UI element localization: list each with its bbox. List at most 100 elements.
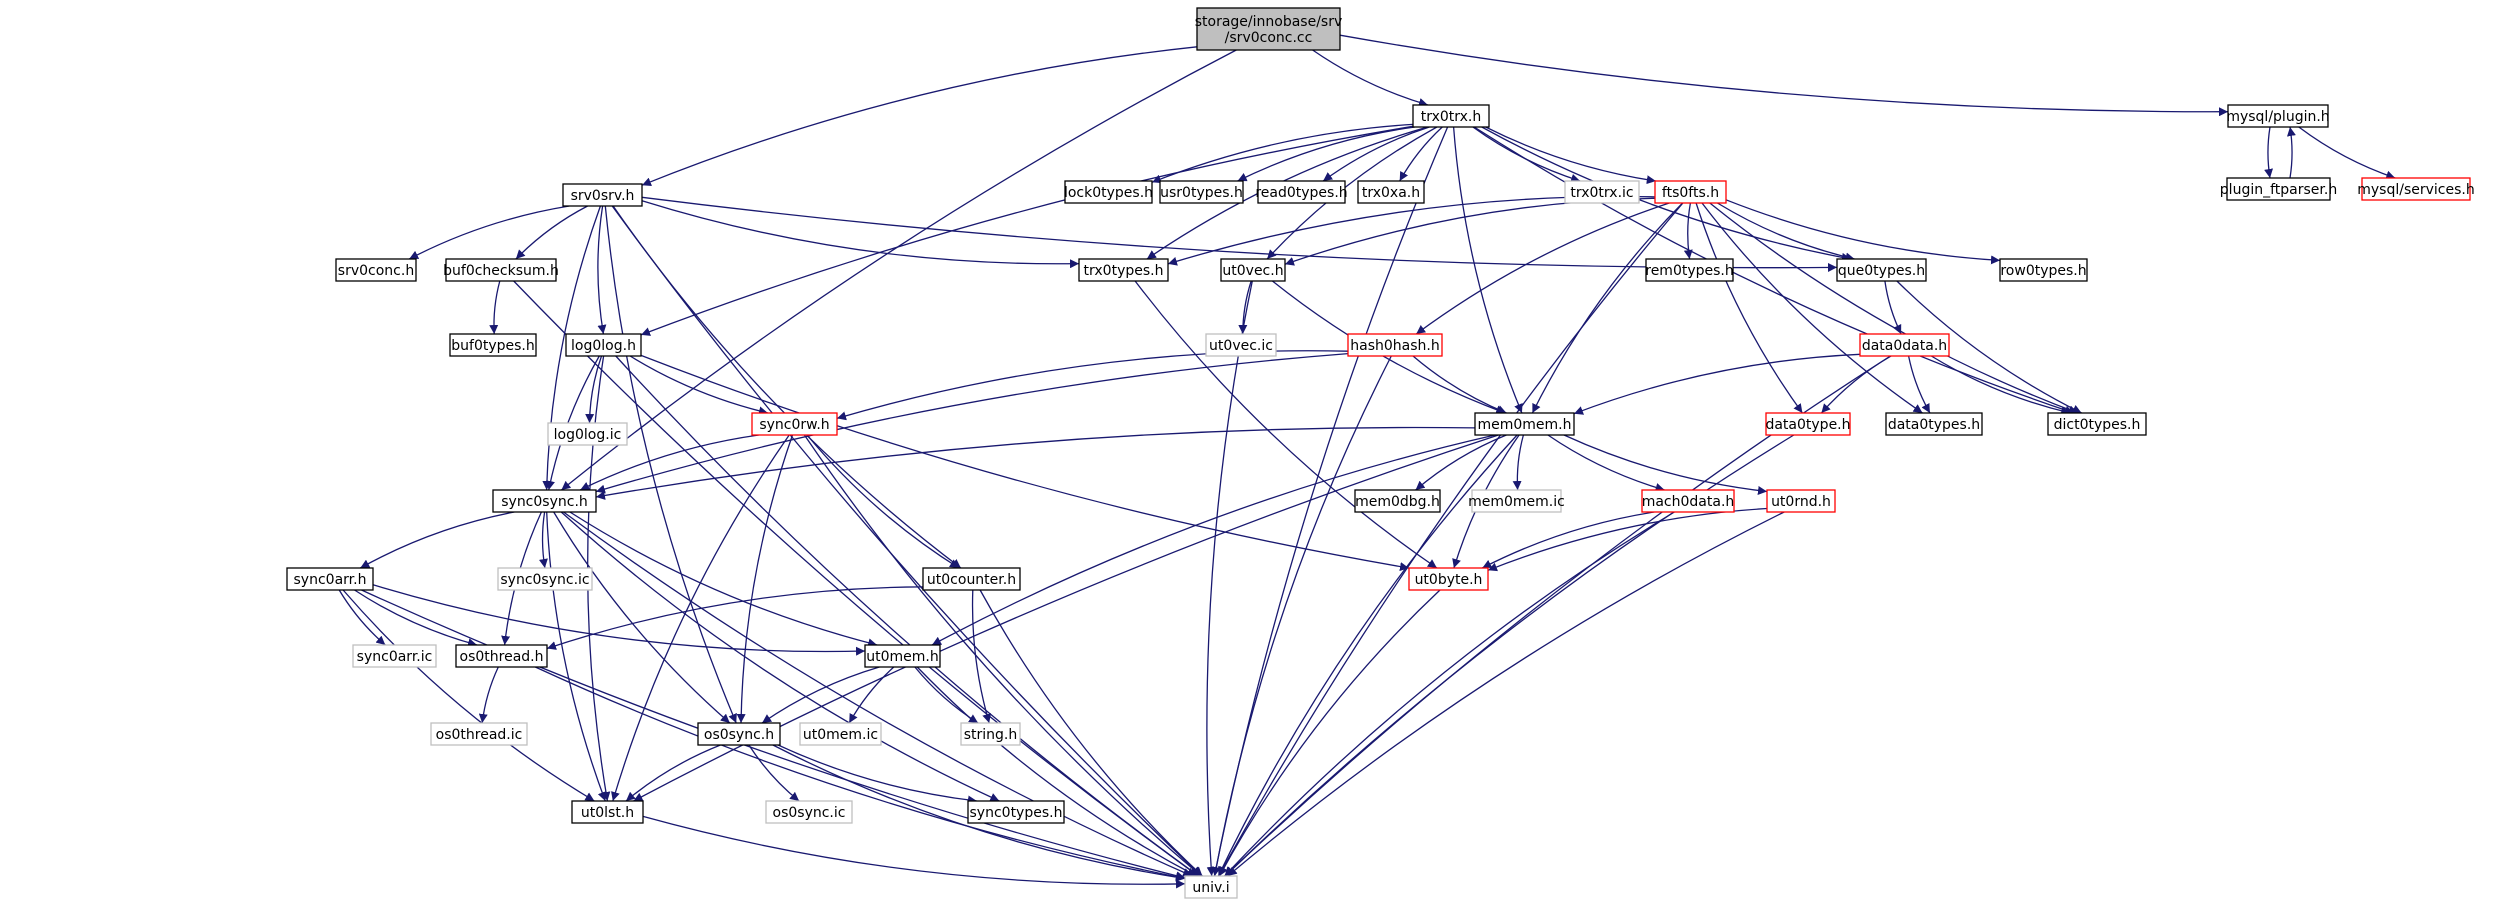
node-box <box>445 258 557 282</box>
edge-fts0fts-to-data0type <box>1695 202 1803 414</box>
edge-mem0mem-to-mem0mem-ic <box>1512 434 1525 491</box>
node-data0type[interactable]: data0type.h <box>1765 412 1851 436</box>
node-label: string.h <box>964 727 1018 743</box>
node-sync0types[interactable]: sync0types.h <box>967 800 1065 824</box>
node-hash0hash[interactable]: hash0hash.h <box>1347 333 1443 357</box>
edge-que0types-to-dict0types <box>1896 280 2082 414</box>
edge-sync0arr-to-univ <box>361 589 1186 881</box>
node-mem0mem[interactable]: mem0mem.h <box>1474 412 1575 436</box>
node-label: univ.i <box>1192 880 1229 896</box>
node-univ[interactable]: univ.i <box>1184 875 1238 899</box>
node-mach0data[interactable]: mach0data.h <box>1641 489 1735 513</box>
node-sync0sync[interactable]: sync0sync.h <box>492 489 597 513</box>
node-mem0mem-ic[interactable]: mem0mem.ic <box>1468 489 1565 513</box>
edge-mem0mem-to-sync0sync <box>595 426 1476 500</box>
node-ut0mem[interactable]: ut0mem.h <box>864 644 941 668</box>
node-trx0types[interactable]: trx0types.h <box>1078 258 1169 282</box>
node-root[interactable]: storage/innobase/srv/srv0conc.cc <box>1195 7 1343 51</box>
node-ut0vec[interactable]: ut0vec.h <box>1220 258 1286 282</box>
edge-trx0trx-to-ut0vec <box>1266 126 1438 260</box>
node-ut0byte[interactable]: ut0byte.h <box>1408 567 1489 591</box>
edge-log0log-to-sync0rw <box>629 355 769 416</box>
node-que0types[interactable]: que0types.h <box>1836 258 1927 282</box>
node-os0thread[interactable]: os0thread.h <box>455 644 548 668</box>
edge-ut0vec-to-univ <box>1206 280 1253 877</box>
node-mem0dbg[interactable]: mem0dbg.h <box>1354 489 1441 513</box>
node-sync0arr[interactable]: sync0arr.h <box>286 567 374 591</box>
node-os0thread-ic[interactable]: os0thread.ic <box>430 722 528 746</box>
node-sync0arr-ic[interactable]: sync0arr.ic <box>352 644 437 668</box>
node-box <box>1836 258 1927 282</box>
node-buf0types[interactable]: buf0types.h <box>449 333 537 357</box>
node-box <box>1645 258 1734 282</box>
edge-ut0lst-to-univ <box>642 815 1186 889</box>
node-os0sync[interactable]: os0sync.h <box>697 722 781 746</box>
node-buf0checksum[interactable]: buf0checksum.h <box>443 258 559 282</box>
node-dict0types[interactable]: dict0types.h <box>2047 412 2147 436</box>
node-label: trx0trx.ic <box>1570 185 1633 201</box>
edge-trx0trx-to-trx0xa <box>1399 126 1443 182</box>
edge-sync0rw-to-univ <box>803 434 1202 877</box>
node-usr0types[interactable]: usr0types.h <box>1159 180 1244 204</box>
edge-fts0fts-to-hash0hash <box>1415 202 1670 335</box>
node-box <box>1999 258 2088 282</box>
node-ut0rnd[interactable]: ut0rnd.h <box>1766 489 1836 513</box>
edge-hash0hash-to-sync0sync <box>595 352 1349 494</box>
edge-sync0sync-to-sync0arr <box>359 511 515 569</box>
node-log0log-ic[interactable]: log0log.ic <box>547 422 628 446</box>
node-label: sync0types.h <box>970 805 1063 821</box>
node-plugin-ftparser[interactable]: plugin_ftparser.h <box>2220 177 2337 201</box>
node-mysql-plugin[interactable]: mysql/plugin.h <box>2226 104 2330 128</box>
node-trx0trx[interactable]: trx0trx.h <box>1412 104 1490 128</box>
node-data0types[interactable]: data0types.h <box>1885 412 1983 436</box>
node-box <box>1257 180 1346 204</box>
node-trx0xa[interactable]: trx0xa.h <box>1357 180 1425 204</box>
node-trx0trx-ic[interactable]: trx0trx.ic <box>1564 180 1640 204</box>
node-box <box>922 567 1021 591</box>
node-box <box>1885 412 1983 436</box>
node-box <box>547 422 628 446</box>
node-ut0mem-ic[interactable]: ut0mem.ic <box>799 722 882 746</box>
edge-trx0types-to-ut0byte <box>1134 280 1438 569</box>
edge-srv0srv-to-ut0counter <box>612 205 962 569</box>
node-log0log[interactable]: log0log.h <box>565 333 642 357</box>
node-box <box>571 800 644 824</box>
node-box <box>864 644 941 668</box>
node-ut0lst[interactable]: ut0lst.h <box>571 800 644 824</box>
node-label: sync0sync.h <box>501 494 588 510</box>
node-label: row0types.h <box>2000 263 2086 279</box>
node-sync0sync-ic[interactable]: sync0sync.ic <box>497 567 593 591</box>
node-data0data[interactable]: data0data.h <box>1859 333 1950 357</box>
edge-sync0rw-to-sync0sync <box>579 434 759 491</box>
node-fts0fts[interactable]: fts0fts.h <box>1654 180 1727 204</box>
node-rem0types[interactable]: rem0types.h <box>1645 258 1734 282</box>
node-label: data0types.h <box>1888 417 1980 433</box>
edge-trx0trx-to-que0types <box>1481 126 1851 262</box>
node-sync0rw[interactable]: sync0rw.h <box>751 412 838 436</box>
edge-data0data-to-data0types <box>1907 355 1931 414</box>
node-label: read0types.h <box>1255 185 1347 201</box>
edge-srv0srv-to-buf0checksum <box>515 205 588 260</box>
node-os0sync-ic[interactable]: os0sync.ic <box>765 800 853 824</box>
node-row0types[interactable]: row0types.h <box>1999 258 2088 282</box>
node-lock0types[interactable]: lock0types.h <box>1064 180 1153 204</box>
node-mysql-services[interactable]: mysql/services.h <box>2357 177 2475 201</box>
node-box <box>492 489 597 513</box>
edge-trx0trx-to-fts0fts <box>1485 126 1656 185</box>
edge-sync0rw-to-ut0counter <box>806 434 960 569</box>
node-string-h[interactable]: string.h <box>960 722 1021 746</box>
edge-ut0byte-to-univ <box>1218 589 1441 877</box>
node-srv0srv[interactable]: srv0srv.h <box>562 183 643 207</box>
edge-srv0srv-to-sync0sync <box>542 205 602 491</box>
node-ut0vec-ic[interactable]: ut0vec.ic <box>1205 333 1277 357</box>
node-srv0conc[interactable]: srv0conc.h <box>335 258 417 282</box>
edge-sync0arr-to-sync0arr-ic <box>338 589 386 646</box>
node-box <box>1159 180 1244 204</box>
node-label: sync0rw.h <box>759 417 829 433</box>
edge-fts0fts-to-que0types <box>1717 202 1855 262</box>
edge-sync0sync-to-sync0types <box>560 511 1000 802</box>
node-ut0counter[interactable]: ut0counter.h <box>922 567 1021 591</box>
node-box <box>1412 104 1490 128</box>
node-read0types[interactable]: read0types.h <box>1255 180 1348 204</box>
node-label: data0data.h <box>1862 338 1947 354</box>
